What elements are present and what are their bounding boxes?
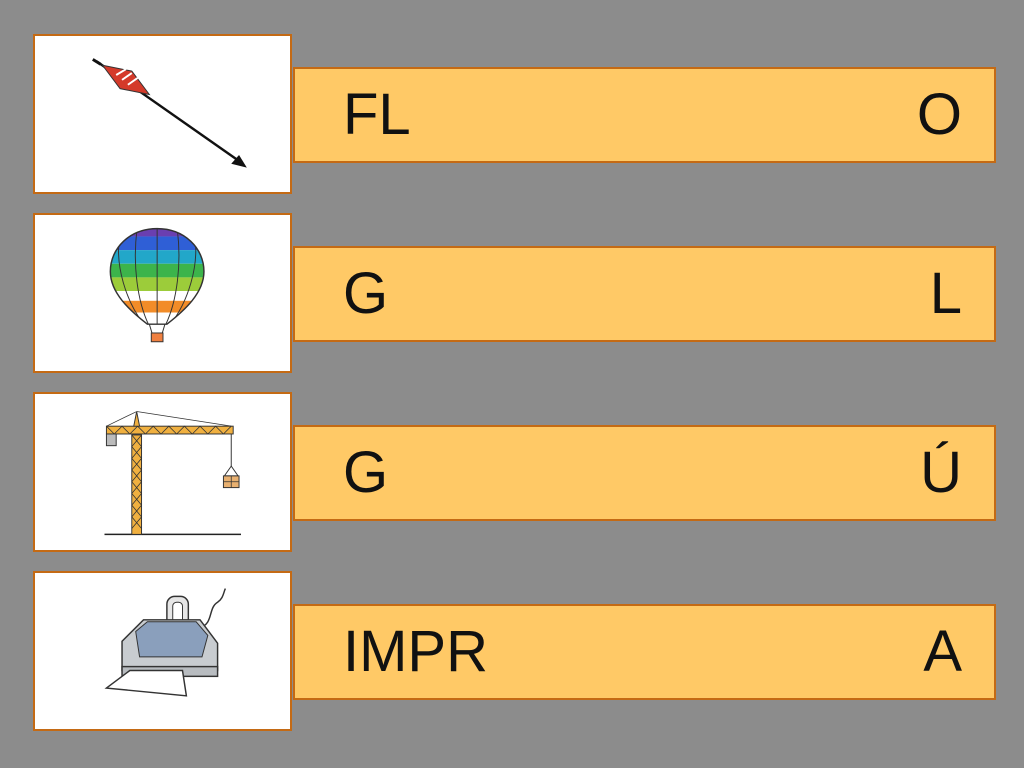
picture-card [33,571,292,731]
word-end: L [929,261,962,326]
arrow-icon [92,58,247,168]
printer-icon [104,588,227,697]
crane-icon [104,411,241,536]
word-bar[interactable]: FL O [293,67,996,163]
word-end: A [923,619,962,684]
word-bar[interactable]: IMPR A [293,604,996,700]
picture-card [33,213,292,373]
word-bar[interactable]: G Ú [293,425,996,521]
picture-card [33,34,292,194]
exercise-row: G L [0,213,1024,377]
word-bar[interactable]: G L [293,246,996,342]
word-start: FL [343,82,411,147]
picture-card [33,392,292,552]
exercise-row: FL O [0,34,1024,198]
word-start: G [343,440,389,505]
word-start: G [343,261,389,326]
hot-air-balloon-icon [109,227,205,343]
word-end: Ú [920,440,962,505]
exercise-row: G Ú [0,392,1024,556]
exercise-row: IMPR A [0,571,1024,735]
word-end: O [916,82,962,147]
word-start: IMPR [343,619,488,684]
